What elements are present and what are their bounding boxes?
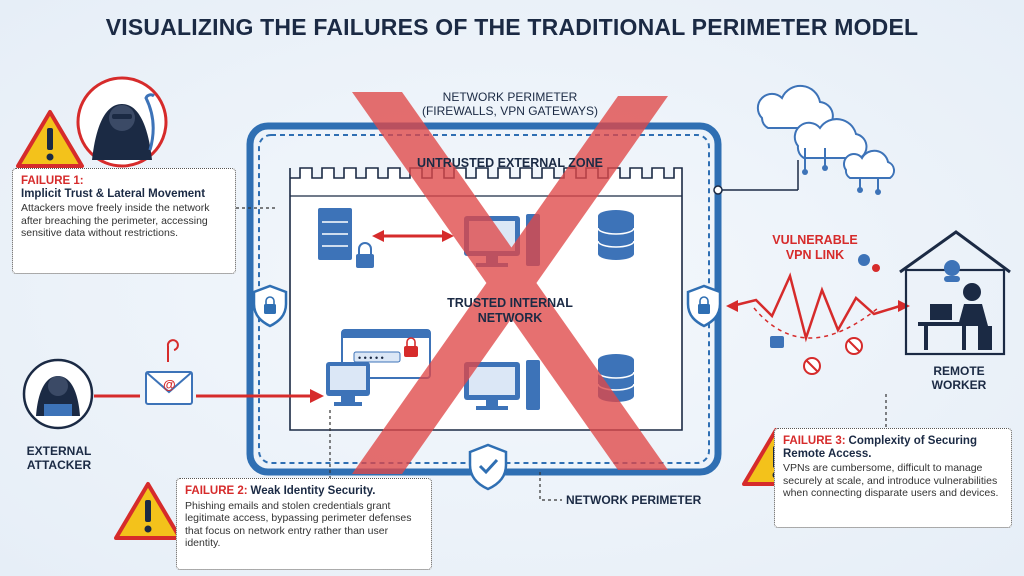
- perimeter-cloud-connector: [713, 160, 799, 195]
- network-perimeter-bottom-label: NETWORK PERIMETER: [566, 493, 702, 507]
- failure-3-body: VPNs are cumbersome, difficult to manage…: [783, 462, 999, 499]
- trusted-zone-label: TRUSTED INTERNAL NETWORK: [390, 296, 630, 326]
- vulnerable-vpn-link: [726, 254, 910, 375]
- failure-cross-mark: [352, 92, 668, 474]
- failure-3-heading: FAILURE 3:: [783, 435, 846, 447]
- failure-2-heading: FAILURE 2:: [185, 485, 248, 497]
- external-attacker-label: EXTERNAL ATTACKER: [14, 444, 104, 472]
- shield-lock-left-icon: [252, 284, 288, 328]
- failure-2-card: FAILURE 2: Weak Identity Security. Phish…: [176, 478, 432, 570]
- failure-1-heading: FAILURE 1:: [21, 175, 84, 187]
- failure-3-card: FAILURE 3: Complexity of Securing Remote…: [774, 428, 1012, 528]
- shield-lock-right-icon: [686, 284, 722, 328]
- warning-icon-2: [114, 482, 182, 540]
- network-perimeter-top-line1: NETWORK PERIMETER: [442, 90, 578, 104]
- network-perimeter-top-label: NETWORK PERIMETER (FIREWALLS, VPN GATEWA…: [380, 90, 640, 118]
- remote-worker-line2: WORKER: [931, 378, 987, 392]
- cloud-icon: [756, 84, 895, 195]
- vulnerable-vpn-line1: VULNERABLE: [772, 233, 858, 247]
- remote-worker-line1: REMOTE: [933, 364, 985, 378]
- network-perimeter-top-line2: (FIREWALLS, VPN GATEWAYS): [421, 104, 599, 118]
- external-attacker-line2: ATTACKER: [26, 458, 92, 472]
- shield-check-bottom-icon: [468, 443, 508, 491]
- trusted-zone-line2: NETWORK: [477, 311, 543, 325]
- failure-2-subheading: Weak Identity Security.: [250, 485, 376, 497]
- remote-worker-icon: [899, 230, 1011, 356]
- phishing-email-icon: @: [145, 339, 193, 405]
- failure-2-body: Phishing emails and stolen credentials g…: [185, 499, 412, 550]
- external-attacker-line1: EXTERNAL: [26, 444, 92, 458]
- hacker-icon: [76, 76, 168, 168]
- workstation-bottom-icon: [464, 360, 540, 410]
- failure-1-body: Attackers move freely inside the network…: [21, 202, 210, 239]
- failure-1-card: FAILURE 1: Implicit Trust & Lateral Move…: [12, 168, 236, 274]
- svg-text:@: @: [163, 377, 176, 392]
- untrusted-zone-label: UNTRUSTED EXTERNAL ZONE: [417, 156, 603, 170]
- server-lock-icon: [318, 208, 374, 268]
- warning-icon-1: [16, 110, 84, 168]
- failure-3-subheading: Complexity of Securing Remote Access.: [783, 435, 977, 460]
- remote-worker-label: REMOTE WORKER: [914, 364, 1004, 392]
- external-attacker-icon: [22, 358, 94, 430]
- svg-text:• • • • •: • • • • •: [358, 353, 384, 363]
- vulnerable-vpn-label: VULNERABLE VPN LINK: [760, 233, 870, 263]
- lateral-movement-arrow: [372, 230, 454, 242]
- phishing-attack-arrow: [94, 389, 324, 403]
- failure-connectors: [236, 207, 887, 501]
- vulnerable-vpn-line2: VPN LINK: [785, 248, 845, 262]
- login-credentials-icon: • • • • •: [326, 329, 431, 406]
- trusted-zone-line1: TRUSTED INTERNAL: [447, 296, 573, 310]
- page-title: VISUALIZING THE FAILURES OF THE TRADITIO…: [105, 14, 919, 40]
- database-top-icon: [597, 210, 635, 260]
- failure-1-subheading: Implicit Trust & Lateral Movement: [21, 187, 206, 200]
